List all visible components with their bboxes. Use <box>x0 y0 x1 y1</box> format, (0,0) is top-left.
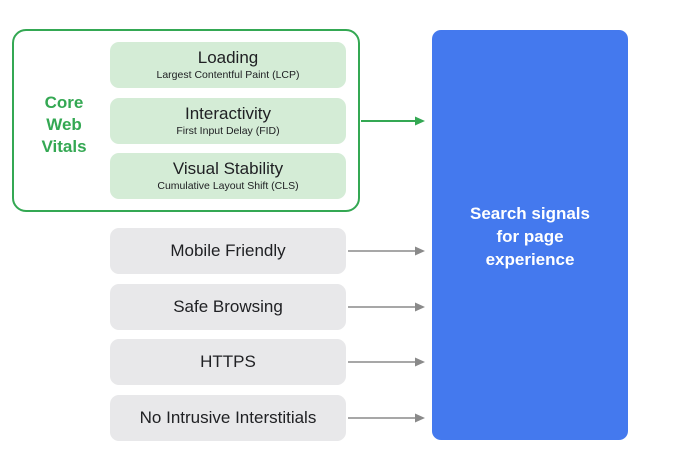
vital-loading-box: Loading Largest Contentful Paint (LCP) <box>110 42 346 88</box>
arrow-mobile-friendly <box>348 246 425 256</box>
vital-interactivity-title: Interactivity <box>185 104 271 123</box>
core-web-vitals-group <box>12 29 360 212</box>
vital-interactivity-subtitle: First Input Delay (FID) <box>176 125 280 137</box>
vital-loading-title: Loading <box>197 48 259 67</box>
search-signals-label: Search signals for page experience <box>469 204 590 269</box>
arrow-no-intrusive-interstitials <box>348 413 425 423</box>
signal-https-label: HTTPS <box>200 352 256 371</box>
vital-loading-subtitle: Largest Contentful Paint (LCP) <box>156 69 300 81</box>
vital-interactivity-box: Interactivity First Input Delay (FID) <box>110 98 346 144</box>
arrow-https <box>348 357 425 367</box>
signal-no-intrusive-interstitials-box: No Intrusive Interstitials <box>110 395 346 441</box>
arrow-safe-browsing <box>348 302 425 312</box>
arrow-core-web-vitals <box>361 116 425 126</box>
vital-visual-stability-box: Visual Stability Cumulative Layout Shift… <box>110 153 346 199</box>
signal-https-box: HTTPS <box>110 339 346 385</box>
signal-mobile-friendly-box: Mobile Friendly <box>110 228 346 274</box>
vital-visual-stability-subtitle: Cumulative Layout Shift (CLS) <box>157 180 299 192</box>
signal-safe-browsing-label: Safe Browsing <box>173 297 283 316</box>
core-web-vitals-label: Core Web Vitals <box>41 93 87 156</box>
vital-visual-stability-title: Visual Stability <box>172 159 284 178</box>
signal-safe-browsing-box: Safe Browsing <box>110 284 346 330</box>
signal-no-intrusive-interstitials-label: No Intrusive Interstitials <box>139 408 317 427</box>
search-signals-box: Search signals for page experience <box>432 30 628 440</box>
signal-mobile-friendly-label: Mobile Friendly <box>170 241 286 260</box>
